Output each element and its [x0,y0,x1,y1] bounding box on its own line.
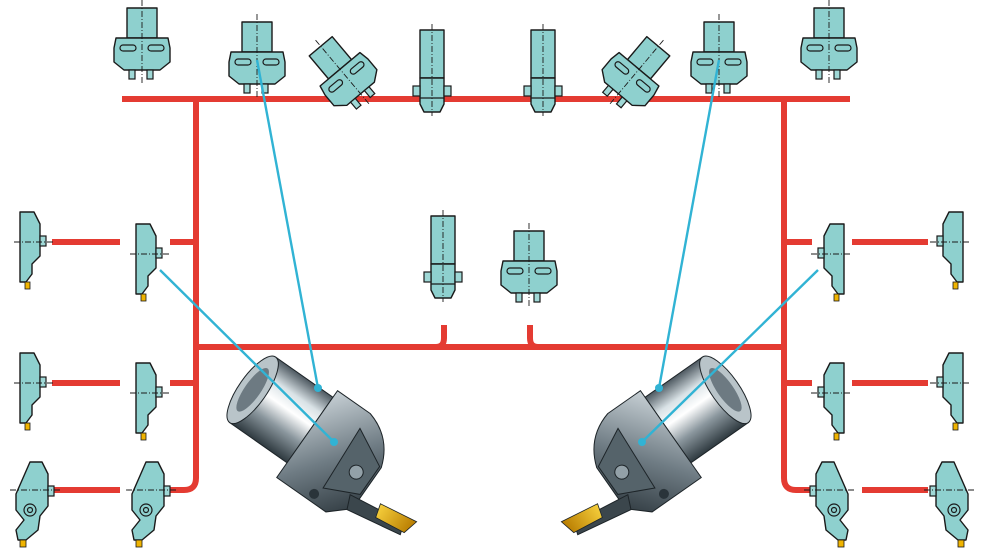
center-drop-right [527,325,539,350]
center-tools [423,209,558,308]
rendered-cutting-units [207,342,771,556]
top-row-tools [113,0,858,124]
center-drop-left [435,325,447,350]
turning-holder-icon [809,223,851,302]
shank-adapter-icon [523,23,563,117]
pointer-dot [314,384,322,392]
clamping-unit-icon [690,13,748,99]
angled-clamping-unit-icon [293,21,392,124]
turning-holder-icon [125,461,179,548]
turning-holder-icon [928,211,970,290]
pointer-line [255,59,320,389]
clamping-unit-icon [800,0,858,85]
coromant-capto-cutting-unit-icon [525,342,771,556]
angled-clamping-unit-icon [587,21,686,124]
connector-lines [52,96,928,493]
turning-holder-icon [13,352,55,431]
pointer-dot [638,438,646,446]
clamping-unit-icon [500,222,558,308]
shank-adapter-icon [423,209,463,303]
turning-holder-icon [801,461,855,548]
pointer-dot [655,384,663,392]
pointer-line [657,59,721,389]
left-vertical-bar [170,99,199,493]
pointer-lines [159,59,819,446]
clamping-unit-icon [228,13,286,99]
turning-holder-icon [129,223,171,302]
turning-holder-icon [809,362,851,441]
turning-holder-icon [928,352,970,431]
turning-holder-icon [129,362,171,441]
turning-holder-icon [9,461,63,548]
right-column-tools [801,211,975,548]
turning-holder-icon [13,211,55,290]
right-vertical-bar [781,99,812,493]
left-column-tools [9,211,179,548]
clamping-unit-icon [113,0,171,85]
pointer-line [641,269,819,443]
pointer-line [159,269,335,443]
turning-holder-icon [921,461,975,548]
coromant-capto-cutting-unit-icon [207,342,453,556]
shank-adapter-icon [412,23,452,117]
pointer-dot [330,438,338,446]
